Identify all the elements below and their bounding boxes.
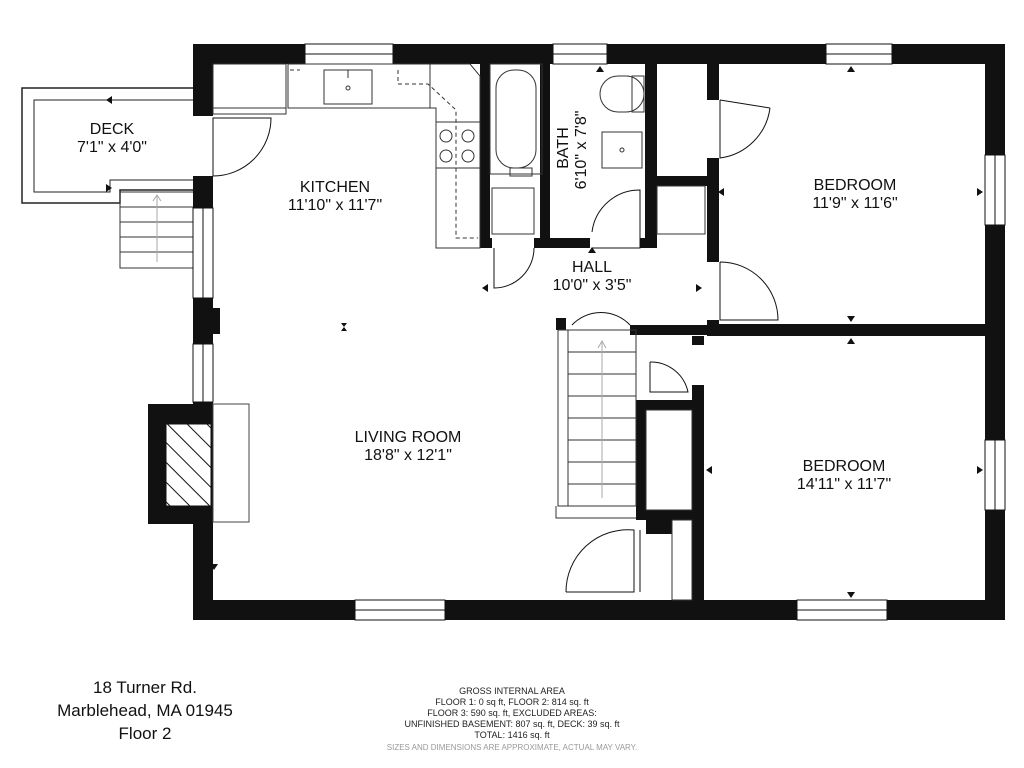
room-dims: 14'11" x 11'7": [797, 476, 891, 493]
area-summary: GROSS INTERNAL AREA FLOOR 1: 0 sq ft, FL…: [362, 686, 662, 753]
address-city: Marblehead, MA 01945: [57, 701, 233, 720]
deck-stairs: [119, 191, 195, 269]
door-openings: [492, 100, 720, 385]
room-name: BEDROOM: [814, 177, 897, 194]
area-line: FLOOR 3: 590 sq. ft, EXCLUDED AREAS:: [427, 708, 597, 718]
area-disclaimer: SIZES AND DIMENSIONS ARE APPROXIMATE, AC…: [386, 743, 638, 752]
address-floor: Floor 2: [118, 724, 172, 743]
fireplace: [165, 403, 250, 523]
room-hall-label: HALL 10'0" x 3'5": [553, 259, 632, 294]
room-name: BEDROOM: [803, 458, 886, 475]
bath-sink: [601, 131, 643, 169]
area-total: TOTAL: 1416 sq. ft: [474, 730, 550, 740]
deck: [21, 87, 195, 269]
room-bedroom-top-label: BEDROOM 11'9" x 11'6": [812, 177, 897, 212]
room-name: HALL: [572, 259, 612, 276]
room-kitchen-label: KITCHEN 11'10" x 11'7": [288, 179, 382, 214]
windows: [192, 43, 1006, 621]
room-deck-label: DECK 7'1" x 4'0": [77, 121, 147, 156]
address-street: 18 Turner Rd.: [93, 678, 197, 697]
room-name: BATH: [555, 127, 572, 168]
room-name: LIVING ROOM: [355, 429, 462, 446]
doors: [212, 99, 779, 593]
stove: [435, 121, 481, 169]
room-name: DECK: [90, 121, 135, 138]
room-dims: 7'1" x 4'0": [77, 139, 147, 156]
area-line: FLOOR 1: 0 sq ft, FLOOR 2: 814 sq. ft: [435, 697, 589, 707]
room-dims: 10'0" x 3'5": [553, 277, 632, 294]
vanity: [491, 187, 535, 235]
room-living-room-label: LIVING ROOM 18'8" x 12'1": [355, 429, 462, 464]
area-line: UNFINISHED BASEMENT: 807 sq. ft, DECK: 3…: [404, 719, 620, 729]
property-address: 18 Turner Rd. Marblehead, MA 01945 Floor…: [30, 676, 260, 745]
room-dims: 6'10" x 7'8": [573, 111, 590, 190]
bath-fixtures: [489, 63, 706, 235]
closets: [645, 409, 693, 601]
room-bath-label: BATH 6'10" x 7'8": [555, 111, 590, 190]
room-name: KITCHEN: [300, 179, 370, 196]
room-dims: 18'8" x 12'1": [364, 447, 452, 464]
dimension-ticks: [106, 66, 983, 598]
area-heading: GROSS INTERNAL AREA: [459, 686, 565, 696]
room-bedroom-bottom-label: BEDROOM 14'11" x 11'7": [797, 458, 891, 493]
bathtub: [489, 63, 543, 175]
interior-stairs: [555, 329, 637, 519]
toilet: [599, 75, 645, 113]
room-dims: 11'9" x 11'6": [812, 195, 897, 212]
kitchen-fixtures: [212, 63, 481, 249]
room-dims: 11'10" x 11'7": [288, 197, 382, 214]
